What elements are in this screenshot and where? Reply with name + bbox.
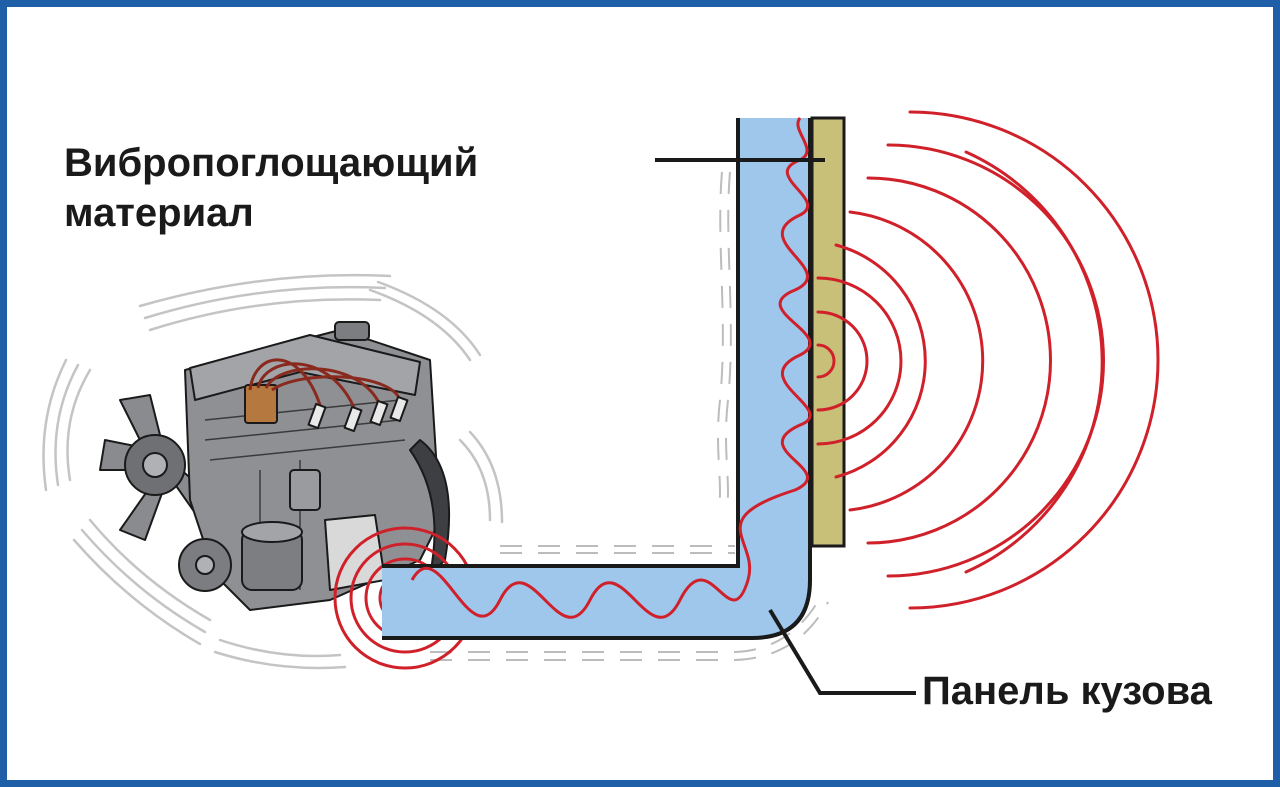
distributor — [244, 384, 278, 424]
panel-label: Панель кузова — [922, 669, 1212, 713]
material-label-line1: Вибропоглощающий — [64, 141, 479, 185]
engine-icon — [99, 321, 451, 611]
oil-cap — [334, 321, 370, 341]
material-label-line2: материал — [64, 191, 254, 235]
panel-vibration-marks — [430, 171, 829, 661]
material-label: Вибропоглощающий материал — [64, 138, 478, 238]
panel-wave — [410, 117, 812, 619]
body-panel — [382, 118, 810, 638]
panel-leader-line — [768, 608, 916, 695]
engine-fan — [99, 394, 211, 541]
spark-plug-wires — [248, 358, 402, 411]
damping-material — [810, 116, 846, 548]
engine-vibration-marks — [42, 273, 504, 670]
emitted-wave-arcs — [816, 110, 1160, 610]
